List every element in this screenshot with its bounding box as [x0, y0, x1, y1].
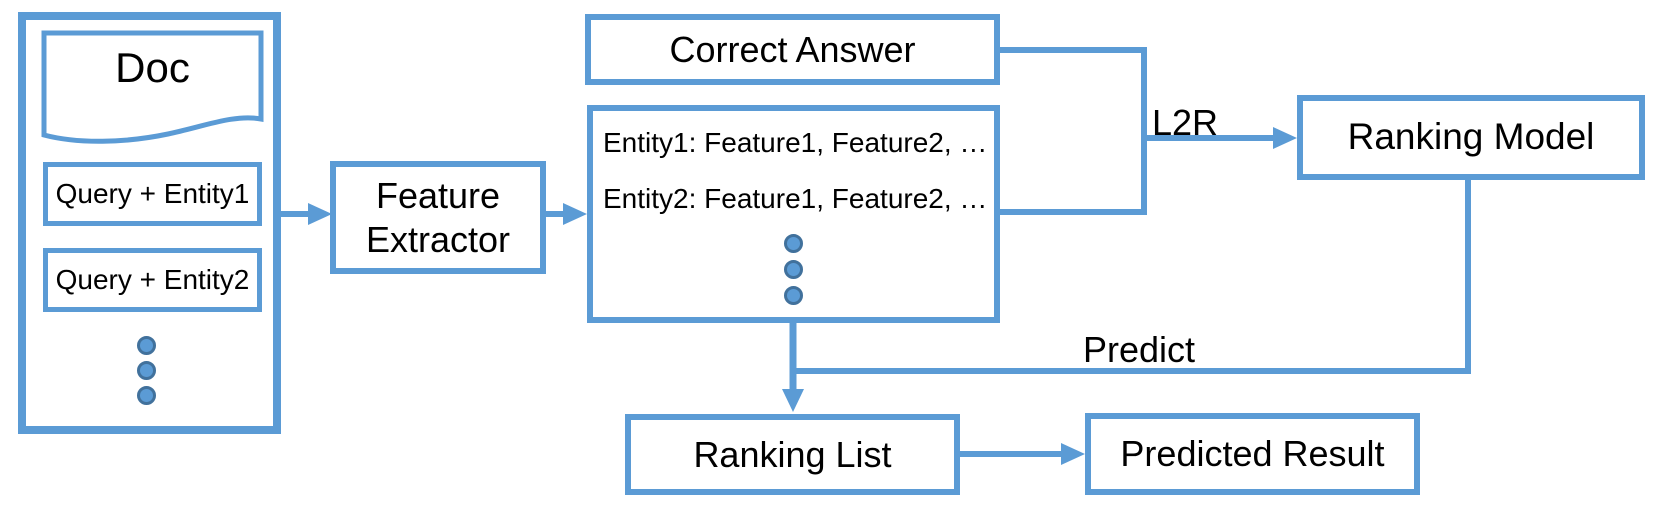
node-query-entity1: Query + Entity1: [43, 162, 262, 226]
edge-label-l2r: L2R: [1152, 102, 1219, 143]
panel-ellipsis-dot: [137, 336, 156, 355]
arrowhead-ranking-list-to-result: [1061, 443, 1085, 465]
node-entity-features: [587, 105, 1000, 323]
node-correct-answer: Correct Answer: [585, 14, 1000, 85]
edge-label-predict: Predict: [1083, 329, 1196, 370]
arrowhead-l2r-to-ranking-model: [1273, 127, 1297, 149]
node-ranking-list: Ranking List: [625, 414, 960, 495]
node-feature-extractor: Feature Extractor: [330, 161, 546, 274]
node-ranking-model: Ranking Model: [1297, 95, 1645, 180]
input-panel: [18, 12, 281, 434]
entity-features-line1: Entity1: Feature1, Feature2, …: [603, 127, 988, 158]
arrowhead-extractor-to-features: [563, 203, 587, 225]
features-ellipsis-dot: [784, 286, 803, 305]
node-query-entity2: Query + Entity2: [43, 248, 262, 312]
feature-extractor-label: Feature Extractor: [365, 175, 511, 260]
node-predicted-result: Predicted Result: [1085, 413, 1420, 495]
node-doc-label: Doc: [115, 43, 190, 91]
entity-features-line2: Entity2: Feature1, Feature2, …: [603, 183, 988, 214]
doc-shape: [41, 30, 264, 144]
features-ellipsis-dot: [784, 234, 803, 253]
panel-ellipsis-dot: [137, 361, 156, 380]
arrowhead-panel-to-extractor: [308, 203, 332, 225]
query-entity2-label: Query + Entity2: [55, 264, 250, 296]
predicted-result-label: Predicted Result: [1120, 433, 1385, 475]
panel-ellipsis-dot: [137, 386, 156, 405]
ranking-model-label: Ranking Model: [1347, 116, 1595, 158]
arrowhead-features-to-ranking-list: [782, 389, 804, 412]
correct-answer-label: Correct Answer: [669, 28, 916, 70]
edge-predict-path: [795, 177, 1471, 374]
query-entity1-label: Query + Entity1: [55, 178, 250, 210]
features-ellipsis-dot: [784, 260, 803, 279]
ranking-list-label: Ranking List: [693, 433, 892, 475]
